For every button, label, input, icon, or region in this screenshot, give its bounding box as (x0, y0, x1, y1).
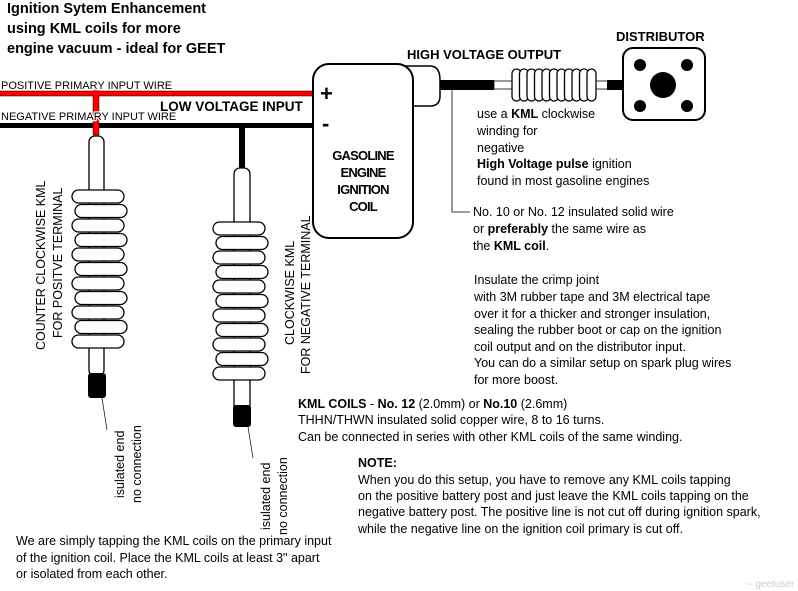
svg-text:of the ignition coil. Place th: of the ignition coil. Place the KML coil… (16, 551, 320, 565)
coil-turn (215, 293, 269, 309)
negative-wire (0, 123, 316, 128)
svg-text:found in most gasoline engines: found in most gasoline engines (477, 174, 649, 188)
coil-turn (586, 68, 597, 102)
coil-turn (74, 203, 128, 219)
svg-text:winding for: winding for (476, 124, 537, 138)
coil-turn (215, 264, 269, 280)
right-kml-coil (212, 125, 269, 459)
svg-text:isulated end: isulated end (259, 463, 273, 530)
coil-turn (212, 337, 266, 352)
svg-text:over it for a thicker and stro: over it for a thicker and stronger insul… (474, 307, 710, 321)
coil-turn (212, 221, 266, 236)
insulate-note: Insulate the crimp joint with 3M rubber … (473, 273, 731, 387)
negative-wire-label: NEGATIVE PRIMARY INPUT WIRE (1, 111, 176, 123)
svg-text:You can do a similar setup on: You can do a similar setup on spark plug… (474, 356, 731, 370)
svg-text:no connection: no connection (130, 425, 144, 503)
svg-text:Can be connected in series wit: Can be connected in series with other KM… (298, 430, 682, 444)
svg-text:or preferably the same wire as: or preferably the same wire as (473, 222, 646, 236)
svg-text:IGNITION: IGNITION (337, 182, 389, 197)
coil-turn (212, 250, 266, 265)
svg-text:KML COILS - No. 12 (2.0mm) or: KML COILS - No. 12 (2.0mm) or No.10 (2.6… (298, 397, 567, 411)
distributor (622, 47, 706, 121)
positive-wire-label: POSITIVE PRIMARY INPUT WIRE (1, 80, 172, 92)
svg-text:or isolated from each other.: or isolated from each other. (16, 567, 167, 581)
coil-turn (71, 334, 125, 349)
coil-turn (215, 351, 269, 367)
coil-turn (74, 232, 128, 248)
svg-text:isulated end: isulated end (113, 431, 127, 498)
positive-wire (0, 91, 316, 96)
ignition-coil: + - GASOLINE ENGINE IGNITION COIL (312, 63, 441, 239)
coil-turn (71, 189, 125, 204)
svg-text:using KML coils for more: using KML coils for more (7, 21, 181, 37)
svg-text:-: - (322, 111, 329, 136)
coil-turn (71, 305, 125, 320)
coil-turn (212, 366, 266, 381)
svg-text:negative: negative (477, 141, 524, 155)
svg-text:+: + (320, 81, 333, 106)
svg-text:FOR NEGATIVE TERMINAL: FOR NEGATIVE TERMINAL (299, 215, 313, 374)
coil-turn (74, 319, 128, 335)
svg-text:with 3M rubber tape and 3M ele: with 3M rubber tape and 3M electrical ta… (473, 290, 710, 304)
coil-turn (215, 235, 269, 251)
wire-note: No. 10 or No. 12 insulated solid wire or… (473, 205, 674, 253)
svg-text:no connection: no connection (276, 457, 290, 535)
svg-text:the KML coil.: the KML coil. (473, 239, 549, 253)
svg-text:while the negative line on the: while the negative line on the ignition … (357, 522, 683, 536)
svg-text:Ignition Sytem Enhancement: Ignition Sytem Enhancement (7, 1, 206, 17)
coil-turn (215, 322, 269, 338)
svg-text:CLOCKWISE KML: CLOCKWISE KML (283, 241, 297, 345)
svg-text:We are simply tapping the KML: We are simply tapping the KML coils on t… (16, 534, 332, 548)
svg-text:for more boost.: for more boost. (474, 373, 558, 387)
distributor-label: DISTRIBUTOR (616, 29, 705, 44)
left-kml-coil (71, 89, 128, 431)
svg-text:sealing the rubber boot or cap: sealing the rubber boot or cap on the ig… (474, 323, 721, 337)
kml-coils-note: KML COILS - No. 12 (2.0mm) or No.10 (2.6… (298, 397, 682, 444)
coil-turn (212, 279, 266, 294)
bottom-note: We are simply tapping the KML coils on t… (16, 534, 332, 581)
coil-turn (212, 308, 266, 323)
coil-turn (71, 247, 125, 262)
svg-text:negative battery post. The pos: negative battery post. The positive line… (358, 505, 761, 519)
coil-turn (74, 290, 128, 306)
low-voltage-label: LOW VOLTAGE INPUT (160, 99, 303, 114)
svg-text:High Voltage pulse ignition: High Voltage pulse ignition (477, 157, 632, 171)
coil-turn (74, 261, 128, 277)
title: Ignition Sytem Enhancement using KML coi… (7, 1, 225, 57)
svg-text:THHN/THWN insulated solid copp: THHN/THWN insulated solid copper wire, 8… (298, 413, 604, 427)
svg-text:GASOLINE: GASOLINE (332, 148, 395, 163)
svg-text:FOR POSITVE TERMINAL: FOR POSITVE TERMINAL (51, 187, 65, 338)
svg-text:engine vacuum - ideal for GEET: engine vacuum - ideal for GEET (7, 41, 225, 57)
svg-text:NOTE:: NOTE: (358, 456, 397, 470)
hv-note: use a KML clockwise winding for negative… (476, 107, 649, 188)
svg-text:coil output and on the distrib: coil output and on the distributor input… (474, 340, 686, 354)
note-block: NOTE: When you do this setup, you have t… (357, 456, 761, 536)
insulated-end-cap (233, 405, 251, 427)
svg-text:Insulate the crimp joint: Insulate the crimp joint (474, 273, 600, 287)
svg-text:COUNTER CLOCKWISE KML: COUNTER CLOCKWISE KML (34, 180, 48, 350)
svg-text:When you do this setup, you ha: When you do this setup, you have to remo… (358, 473, 731, 487)
coil-turn (71, 218, 125, 233)
high-voltage-wire (440, 68, 662, 102)
watermark: -- geetuser (746, 579, 795, 590)
insulated-end-cap (88, 373, 106, 398)
coil-turn (71, 276, 125, 291)
svg-text:No. 10 or No. 12 insulated sol: No. 10 or No. 12 insulated solid wire (473, 205, 674, 219)
svg-text:use a KML clockwise: use a KML clockwise (477, 107, 595, 121)
svg-text:ENGINE: ENGINE (340, 165, 386, 180)
svg-text:on the positive battery post a: on the positive battery post and just le… (358, 489, 749, 503)
svg-text:COIL: COIL (349, 199, 378, 214)
high-voltage-label: HIGH VOLTAGE OUTPUT (407, 47, 561, 62)
